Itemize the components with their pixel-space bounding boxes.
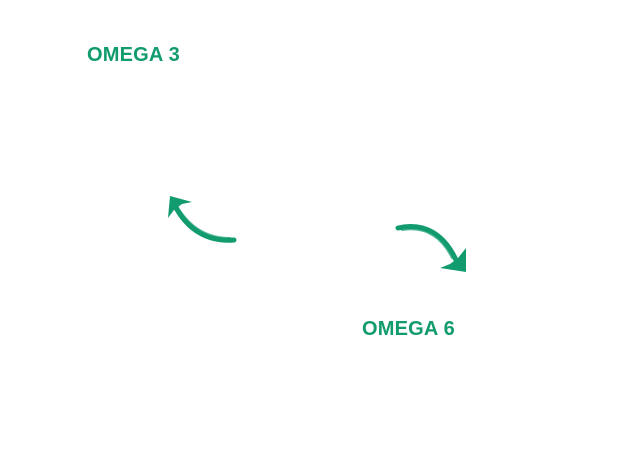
curved-arrow-down-right-icon	[395, 224, 466, 272]
omega-6-label: OMEGA 6	[362, 318, 455, 340]
curved-arrow-up-left-icon	[168, 196, 237, 243]
omega-3-label: OMEGA 3	[87, 44, 180, 66]
